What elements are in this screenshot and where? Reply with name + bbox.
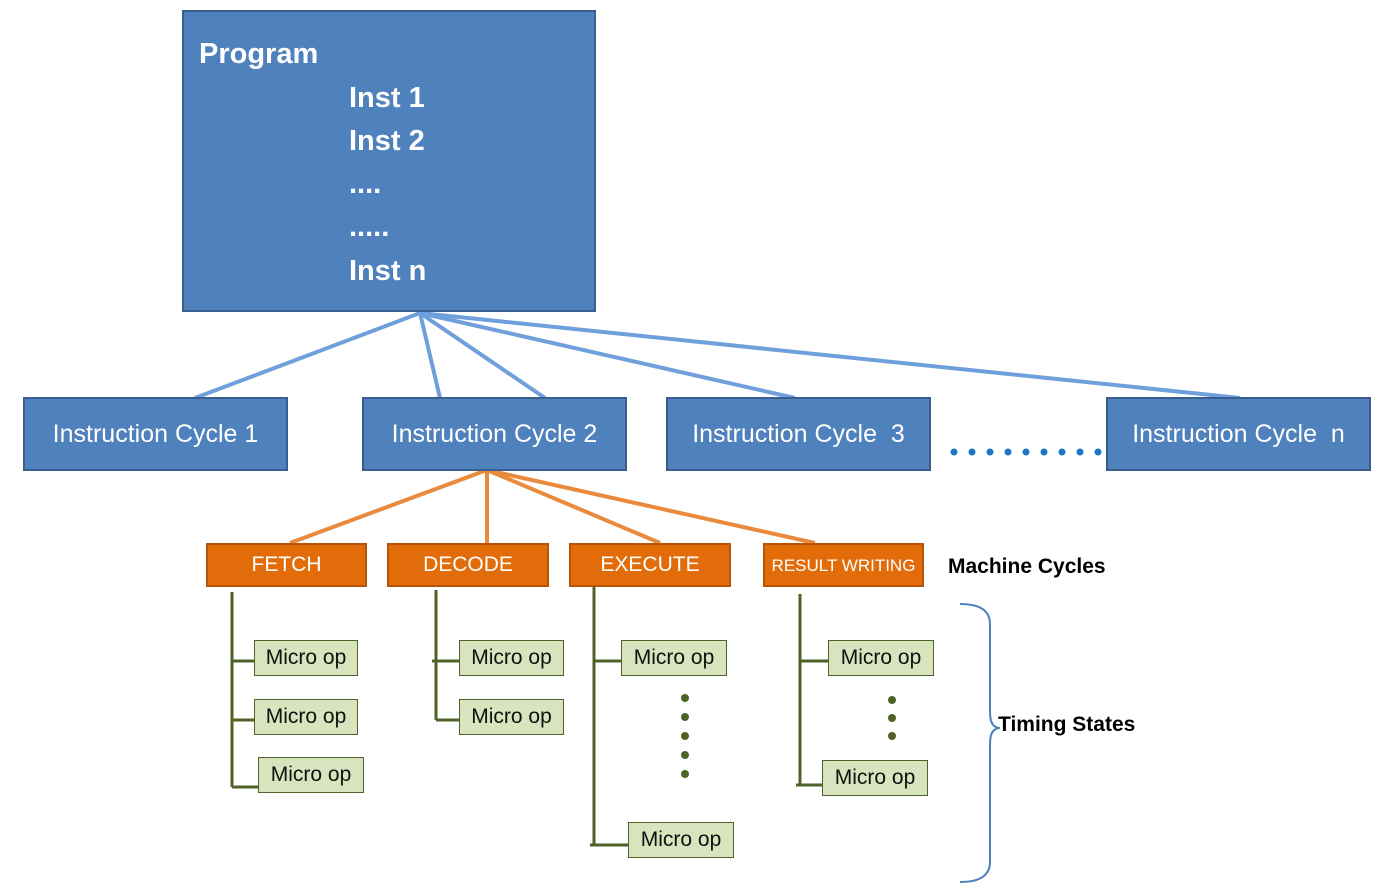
instruction-1: Inst 1 — [349, 82, 425, 114]
micro-op: Micro op — [254, 640, 358, 676]
program-box: Program Inst 1 Inst 2 .... ..... Inst n — [182, 10, 596, 312]
machine-cycle-result-writing: RESULT WRITING — [763, 543, 924, 587]
instruction-2: Inst 2 — [349, 125, 425, 157]
instruction-cycle-3: Instruction Cycle 3 — [666, 397, 931, 471]
micro-op: Micro op — [621, 640, 727, 676]
instruction-ellipsis-1: .... — [349, 168, 382, 200]
instruction-cycle-2: Instruction Cycle 2 — [362, 397, 627, 471]
micro-op-connectors — [230, 578, 828, 847]
machine-cycle-execute: EXECUTE — [569, 543, 731, 587]
micro-op: Micro op — [828, 640, 934, 676]
machine-cycle-connectors — [289, 468, 816, 545]
instruction-ellipsis-2: ..... — [349, 211, 390, 243]
micro-op: Micro op — [628, 822, 734, 858]
timing-states-brace — [959, 603, 1001, 883]
program-title: Program — [199, 38, 319, 70]
machine-cycle-fetch: FETCH — [206, 543, 367, 587]
micro-op: Micro op — [822, 760, 928, 796]
program-connectors — [194, 311, 1241, 400]
micro-op: Micro op — [254, 699, 358, 735]
micro-op: Micro op — [459, 640, 564, 676]
machine-cycles-label: Machine Cycles — [948, 555, 1106, 578]
instruction-n: Inst n — [349, 255, 427, 287]
instruction-cycle-n: Instruction Cycle n — [1106, 397, 1371, 471]
cycle-ellipsis — [950, 448, 1102, 456]
timing-states-label: Timing States — [998, 713, 1136, 736]
micro-op-ellipsis — [681, 694, 896, 778]
micro-op: Micro op — [258, 757, 364, 793]
machine-cycle-decode: DECODE — [387, 543, 549, 587]
instruction-cycle-1: Instruction Cycle 1 — [23, 397, 288, 471]
micro-op: Micro op — [459, 699, 564, 735]
